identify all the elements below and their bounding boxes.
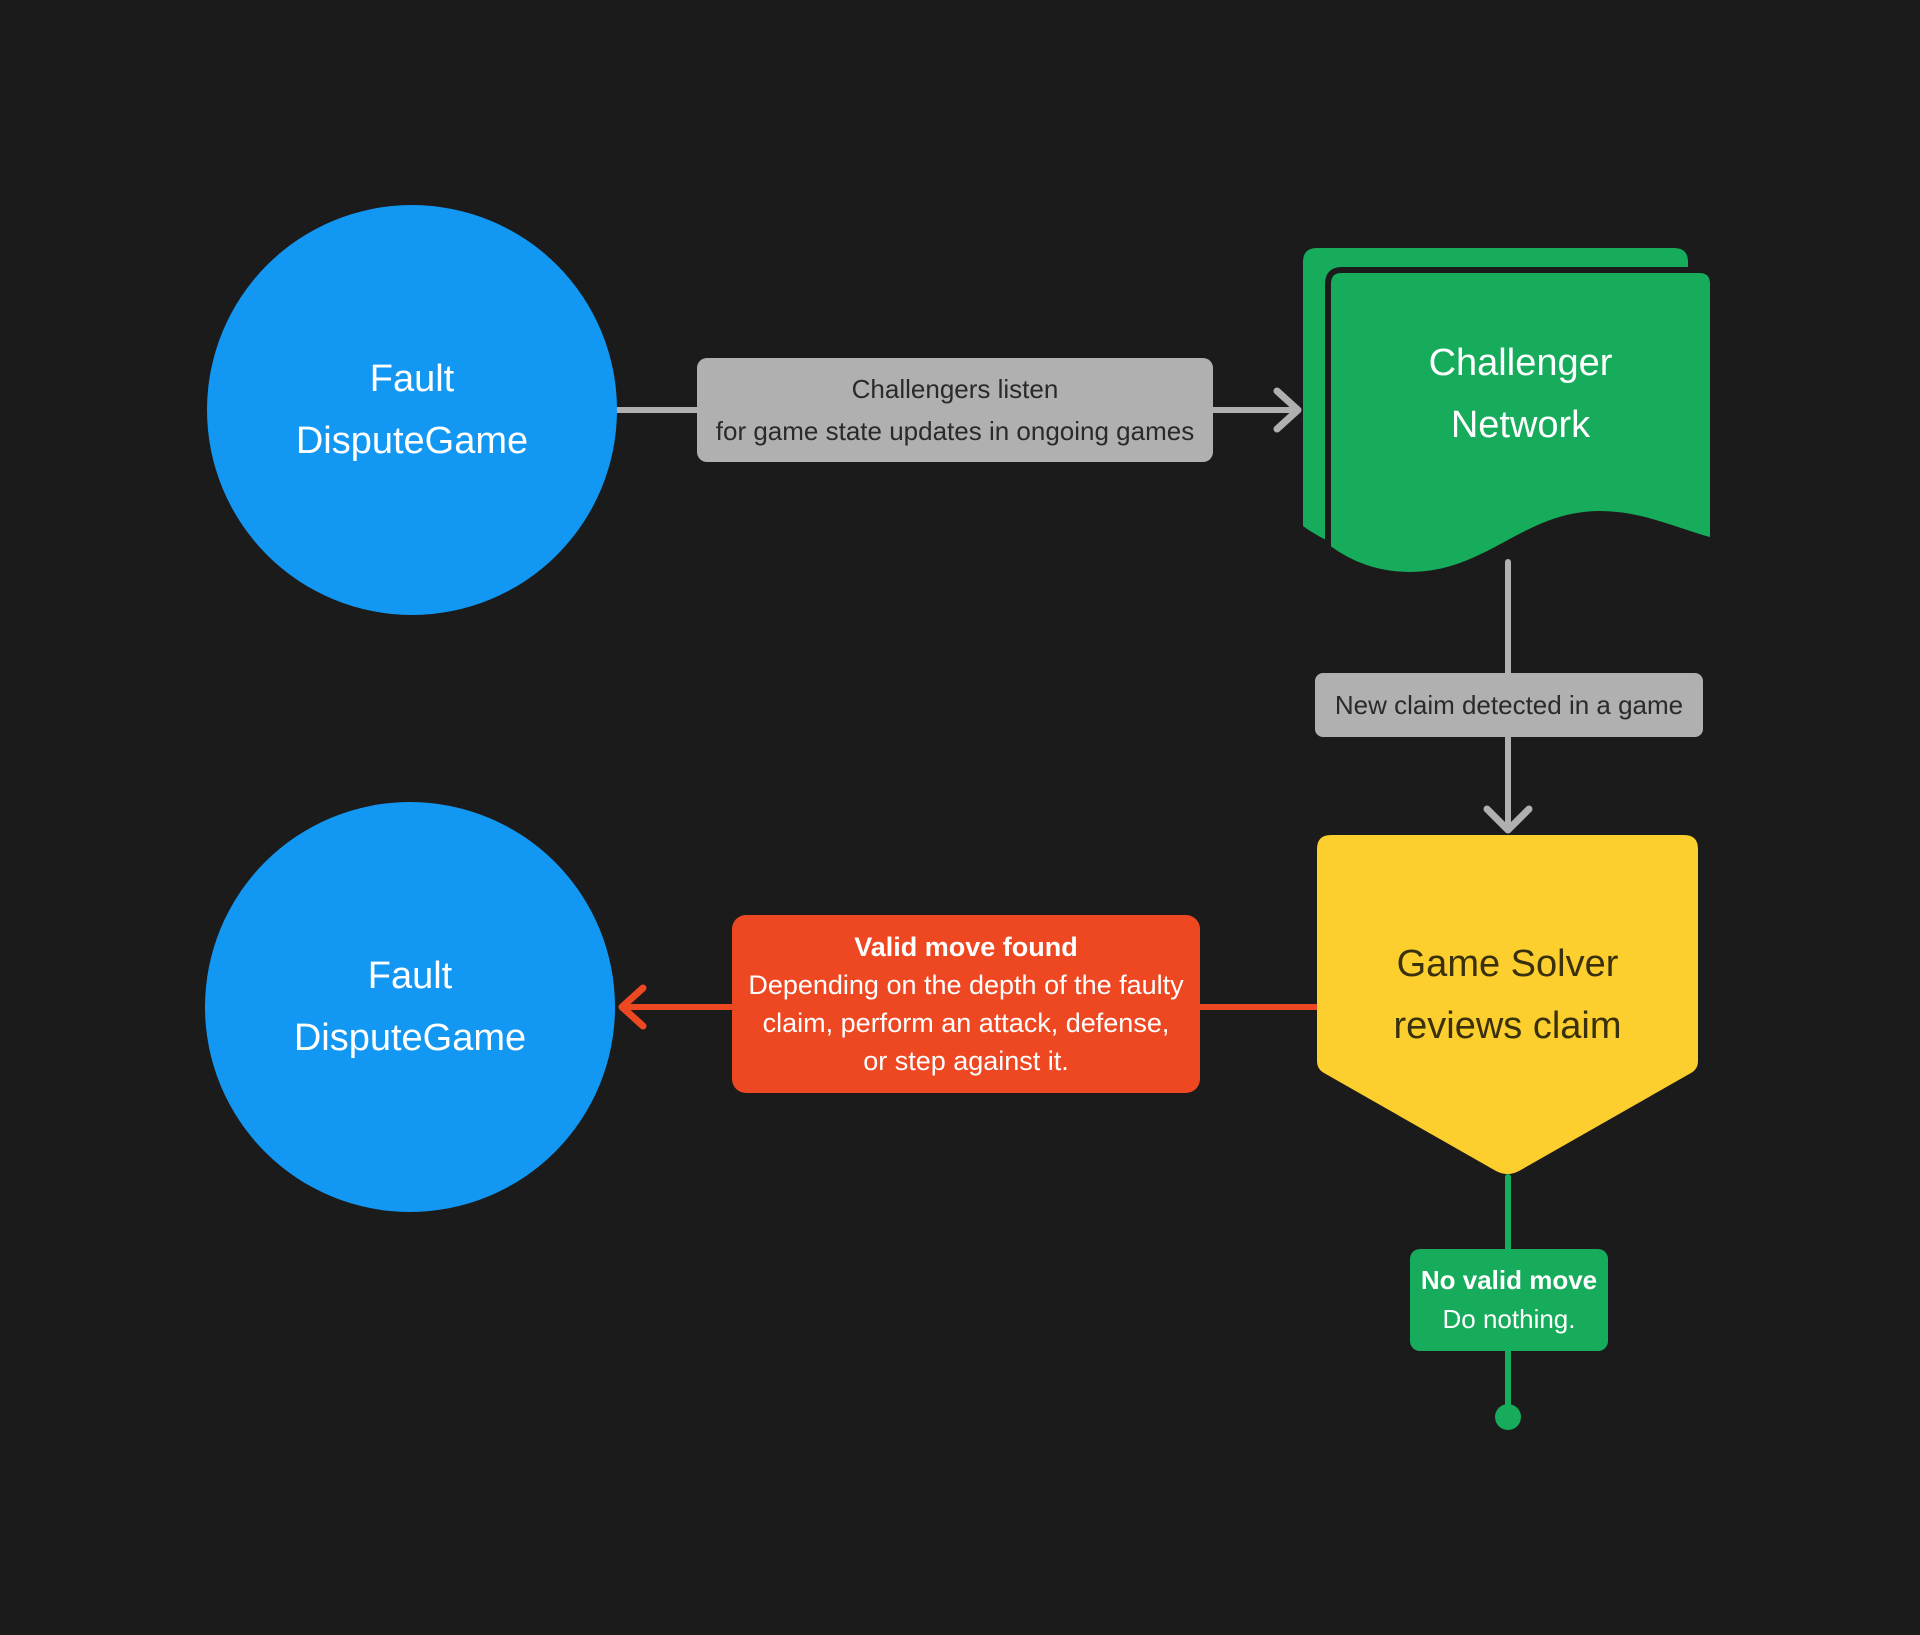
valid-move-title: Valid move found: [854, 932, 1078, 962]
arrowhead-right-icon: [1273, 387, 1302, 433]
fault-disputegame-node-bottom[interactable]: Fault DisputeGame: [205, 802, 615, 1212]
new-claim-label[interactable]: New claim detected in a game: [1315, 673, 1703, 737]
arrowhead-down-icon: [1483, 805, 1533, 834]
valid-move-body-line: claim, perform an attack, defense,: [762, 1008, 1170, 1038]
fault-disputegame-node-top[interactable]: Fault DisputeGame: [207, 205, 617, 615]
game-solver-node[interactable]: [1317, 835, 1698, 1177]
valid-move-body-line: or step against it.: [863, 1046, 1069, 1076]
no-valid-move-title: No valid move: [1420, 1265, 1598, 1295]
document-front-shape: [1325, 267, 1713, 575]
arrowhead-left-icon: [618, 984, 647, 1030]
node-label-line: Fault: [367, 955, 453, 997]
challenger-network-node[interactable]: [1303, 248, 1713, 575]
challengers-listen-label[interactable]: Challengers listen for game state update…: [697, 358, 1213, 462]
edge-end-dot: [1495, 1404, 1521, 1430]
challengers-listen-line1: Challengers listen: [851, 374, 1059, 404]
pentagon-shape: [1317, 835, 1698, 1174]
new-claim-text: New claim detected in a game: [1334, 690, 1684, 720]
challengers-listen-line2: for game state updates in ongoing games: [715, 416, 1195, 446]
no-valid-move-body: Do nothing.: [1442, 1304, 1576, 1334]
node-label-line: DisputeGame: [293, 1017, 527, 1059]
valid-move-label[interactable]: Valid move found Depending on the depth …: [732, 915, 1200, 1093]
no-valid-move-label[interactable]: No valid move Do nothing.: [1410, 1249, 1608, 1351]
node-label-line: Fault: [369, 358, 455, 400]
valid-move-body-line: Depending on the depth of the faulty: [748, 970, 1184, 1000]
node-label-line: DisputeGame: [295, 420, 529, 462]
